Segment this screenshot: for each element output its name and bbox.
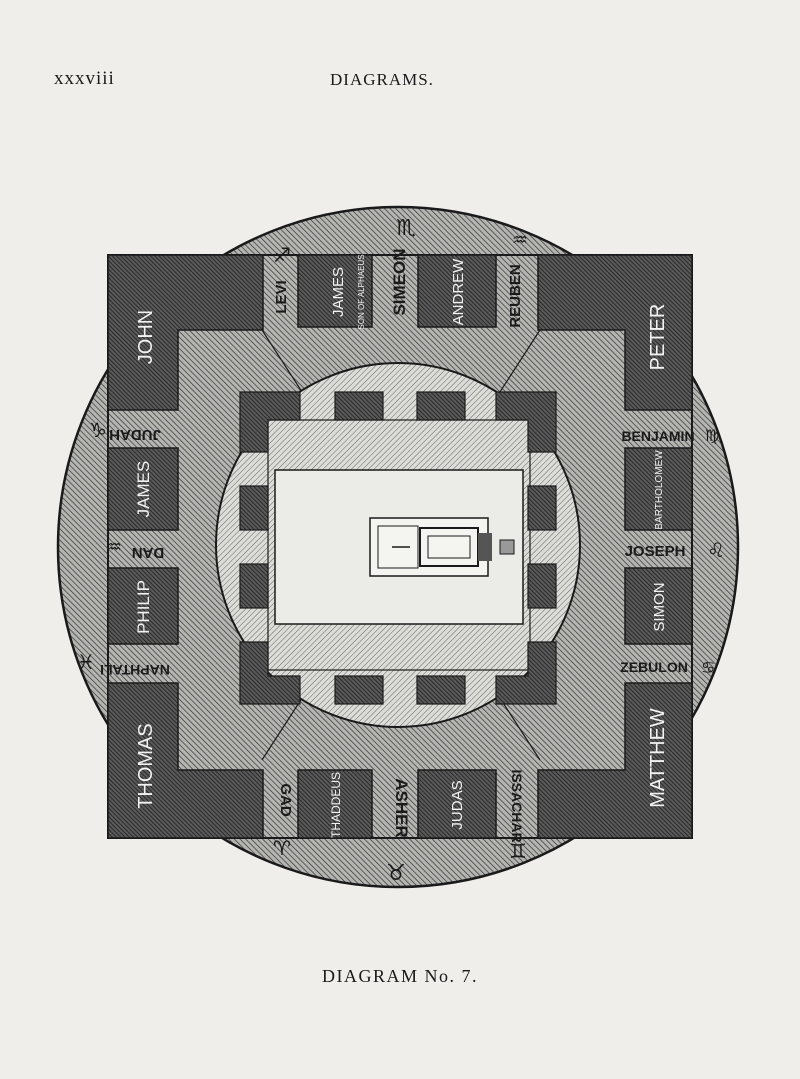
apostle-thaddeus: THADDEUS — [329, 772, 343, 838]
sign-aries-icon: ♈ — [273, 836, 291, 860]
sign-sagittarius-icon: ♐ — [273, 243, 291, 267]
tribe-benjamin: BENJAMIN — [621, 428, 694, 444]
tribe-judah: JUDAH — [109, 426, 161, 443]
side-gates — [107, 254, 693, 839]
gate-matthew — [537, 682, 693, 839]
gate-philip — [107, 567, 179, 645]
apostle-andrew: ANDREW — [450, 258, 467, 326]
tribe-issachar: ISSACHAR — [509, 769, 525, 842]
temple — [369, 517, 515, 577]
sign-leo-icon: ♌ — [707, 538, 725, 562]
apostle-simon: SIMON — [651, 582, 668, 631]
gate-james-alphaeus — [297, 254, 373, 328]
gate-simon — [624, 567, 693, 645]
gate-andrew — [417, 254, 497, 328]
apostle-matthew: MATTHEW — [647, 708, 669, 808]
apostle-james: JAMES — [134, 461, 153, 518]
page-number: xxxviii — [54, 68, 115, 89]
apostle-james-alphaeus: JAMES — [330, 267, 347, 317]
sign-pisces-icon: ♓ — [77, 650, 95, 674]
apostle-john: JOHN — [135, 310, 157, 364]
gate-peter — [537, 254, 693, 411]
corner-gates — [107, 254, 693, 839]
tribe-asher: ASHER — [392, 778, 411, 838]
tribe-naphtali: NAPHTALI — [100, 662, 170, 678]
sign-aquarius-icon: ♒ — [512, 230, 528, 251]
gate-bartholomew — [624, 447, 693, 531]
sign-cancer-icon: ♋ — [701, 658, 715, 677]
gate-thaddeus — [297, 769, 373, 839]
sign-aquarius-dan-icon: ♒ — [106, 537, 122, 558]
sign-virgo-icon: ♍ — [705, 426, 719, 445]
sign-capricorn-icon: ♑ — [89, 418, 107, 442]
apostle-philip: PHILIP — [134, 580, 153, 634]
diagram-caption: DIAGRAM No. 7. — [322, 966, 478, 986]
gate-james — [107, 447, 179, 531]
apostle-thomas: THOMAS — [135, 723, 157, 809]
gate-thomas — [107, 682, 264, 839]
tribe-gad: GAD — [277, 783, 294, 817]
tribe-simeon: SIMEON — [390, 248, 409, 315]
tribe-reuben: REUBEN — [507, 264, 524, 327]
tribe-dan: DAN — [132, 544, 165, 561]
sign-taurus-icon: ♉ — [386, 861, 406, 886]
running-head: DIAGRAMS. — [330, 70, 434, 89]
gate-john — [107, 254, 264, 411]
apostle-peter: PETER — [647, 304, 669, 371]
tribe-zebulon: ZEBULON — [620, 659, 688, 675]
apostle-bartholomew: BARTHOLOMEW — [654, 450, 665, 530]
sign-scorpio-icon: ♏ — [396, 216, 416, 241]
apostle-james-alphaeus-sub: SON OF ALPHAEUS — [357, 254, 366, 329]
tribe-levi: LEVI — [273, 280, 290, 313]
sign-gemini-icon: ♊ — [509, 839, 527, 863]
gate-judas — [417, 769, 497, 839]
tribe-joseph: JOSEPH — [625, 543, 686, 560]
apostle-judas: JUDAS — [449, 780, 466, 829]
inner-blocks — [239, 391, 557, 705]
